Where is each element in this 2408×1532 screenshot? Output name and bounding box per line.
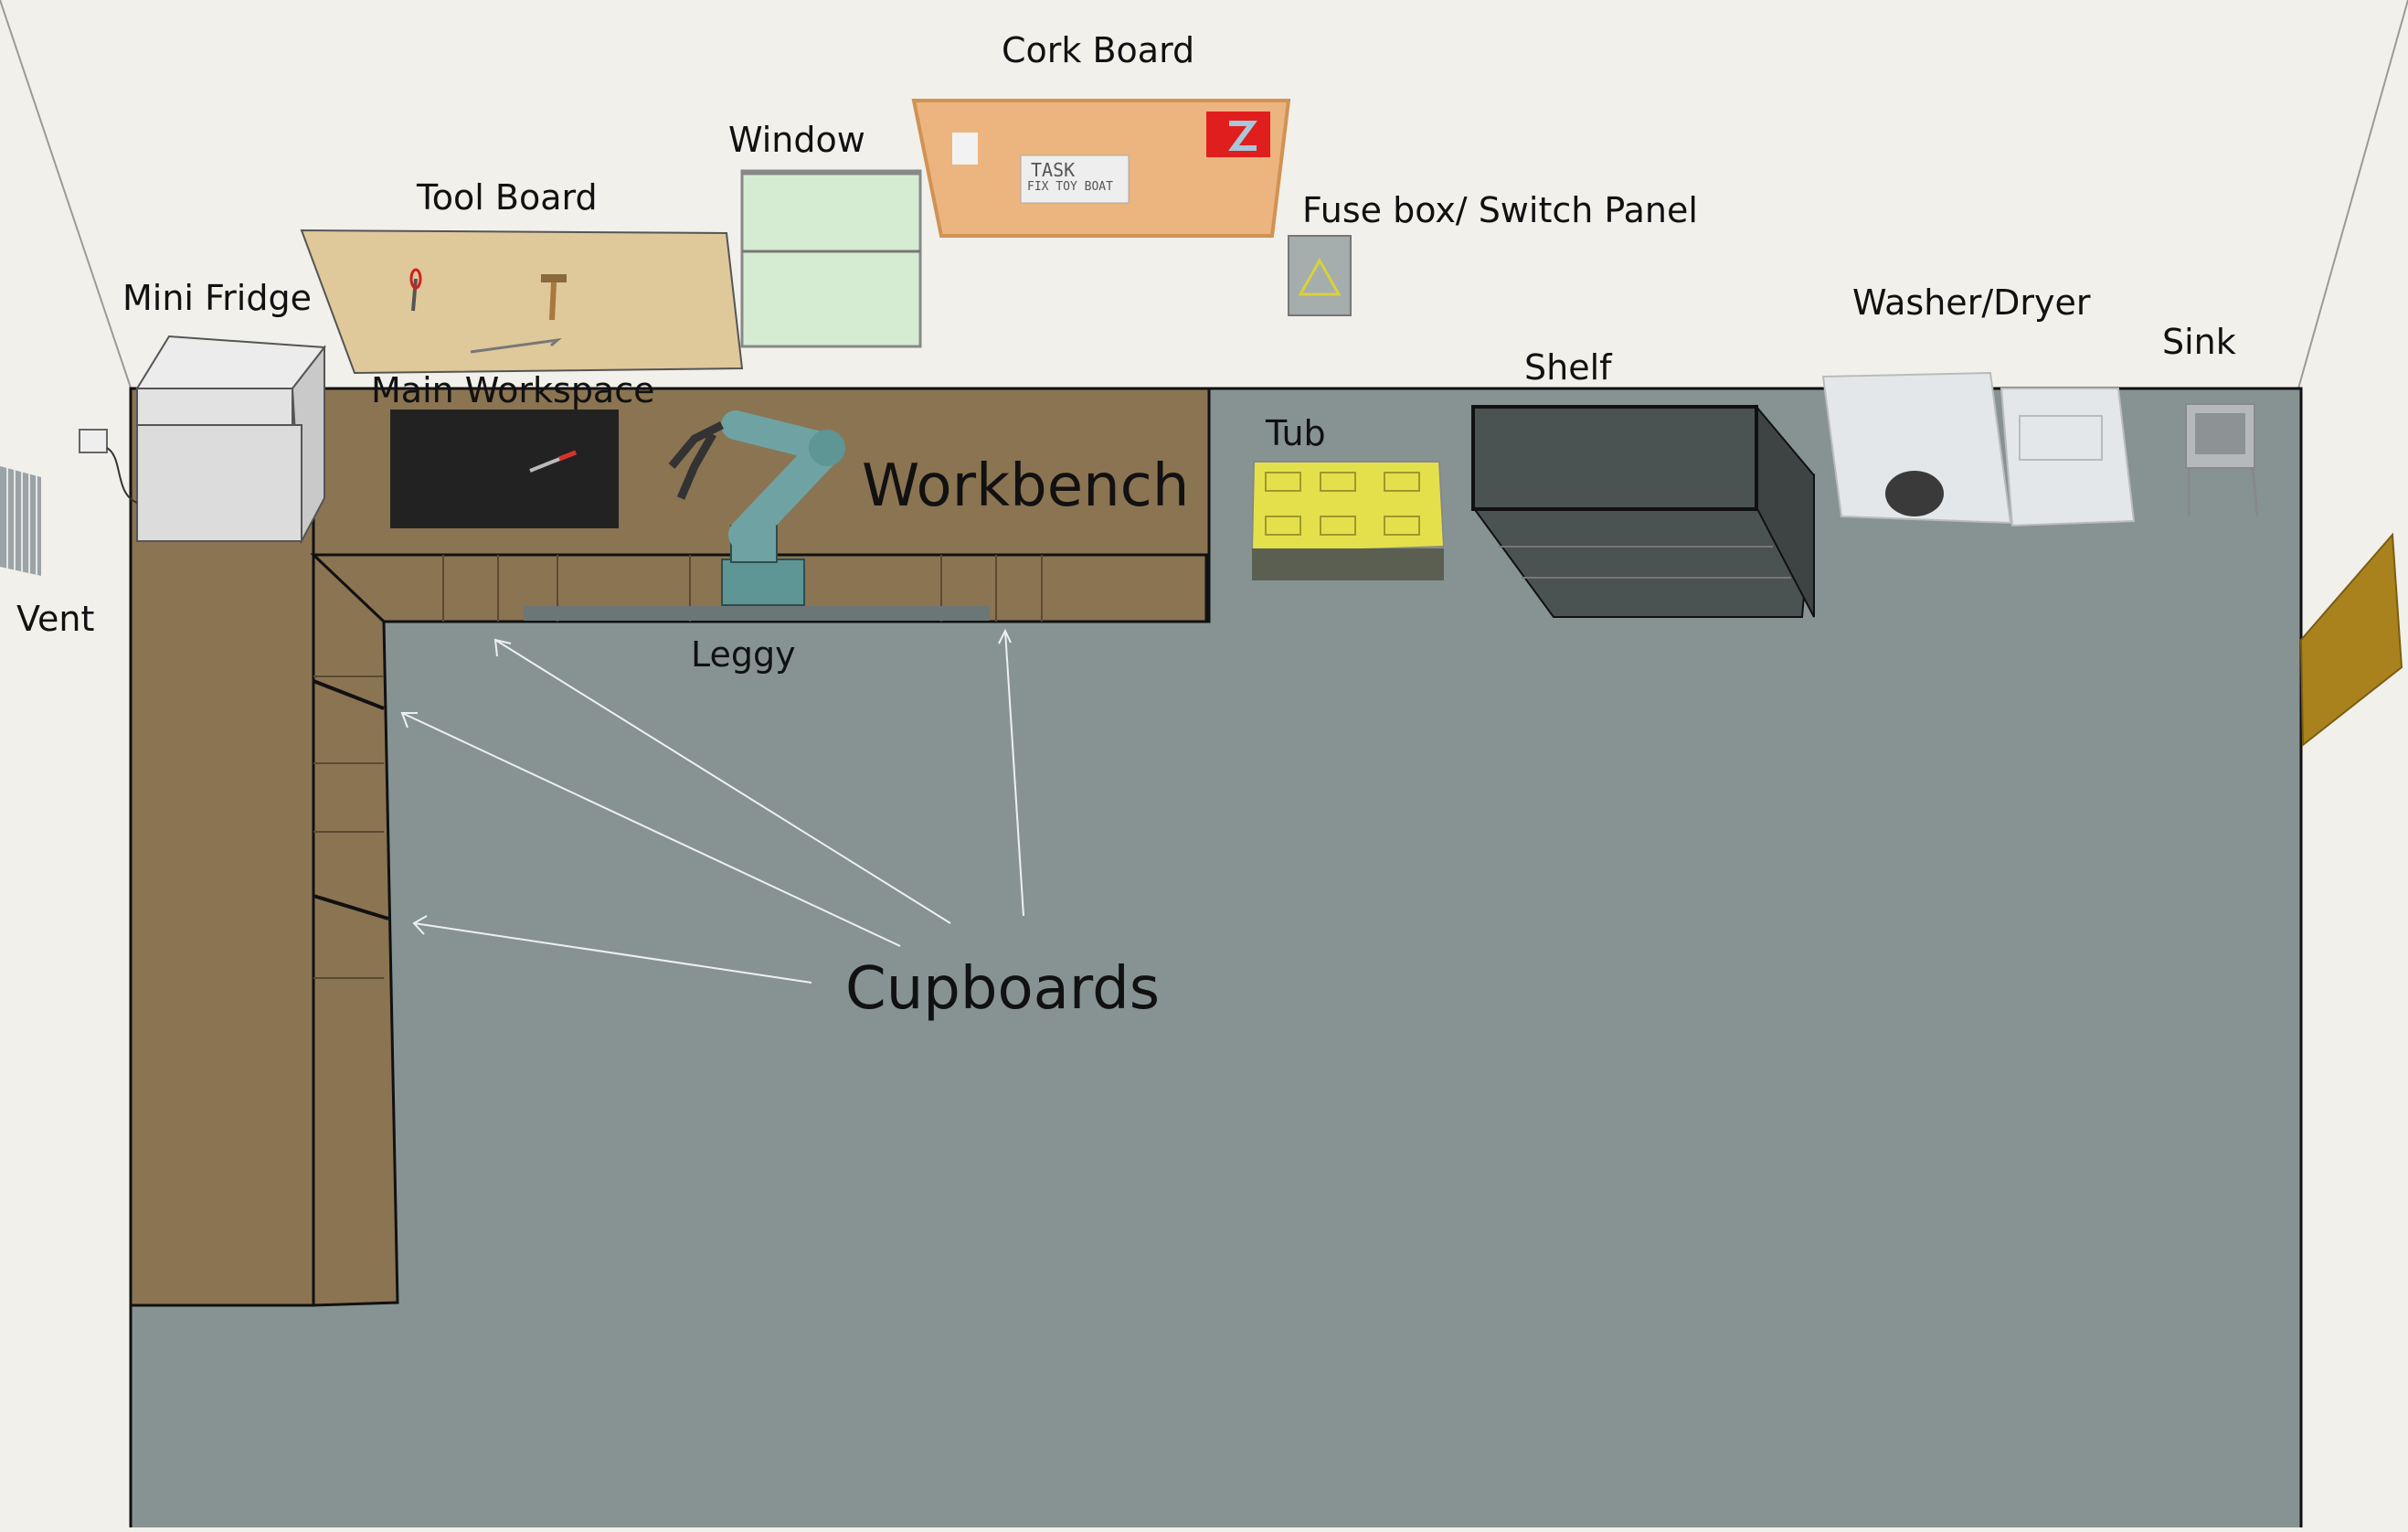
paper-note-icon (952, 133, 978, 165)
shelf-label: Shelf (1524, 347, 1612, 388)
cupboard-divider (313, 894, 389, 920)
leggy-robot-arm (668, 410, 845, 606)
washer-dryer-label: Washer/Dryer (1852, 282, 2091, 323)
window (740, 169, 922, 348)
hammer-handle-icon (549, 282, 557, 321)
tool-board (300, 229, 744, 375)
crowbar-icon (470, 337, 562, 354)
right-wall-edge (2297, 0, 2408, 389)
dryer (2000, 388, 2136, 527)
tool-board-label: Tool Board (417, 177, 598, 218)
window-label: Window (728, 120, 865, 160)
cork-board-label: Cork Board (1002, 30, 1195, 70)
cupboards-arrows (400, 628, 1024, 984)
cupboard-doors (313, 555, 1043, 979)
red-note-mark (1228, 121, 1257, 151)
fuse-box (1288, 235, 1352, 316)
sink-label: Sink (2162, 322, 2236, 362)
tub-compartments (1265, 472, 1420, 536)
cupboards-label: Cupboards (845, 955, 1161, 1023)
mini-fridge (135, 335, 326, 545)
screwdriver-handle (558, 450, 577, 462)
tub-label: Tub (1266, 413, 1326, 453)
leggy-label: Leggy (691, 634, 796, 675)
vent-grille (0, 466, 41, 576)
leggy-rail (524, 606, 990, 621)
fridge-cord (106, 447, 138, 504)
sink (2185, 403, 2259, 517)
wall-outlet (79, 429, 108, 453)
washer (1821, 371, 2012, 525)
tub-base (1252, 548, 1444, 580)
workbench-label: Workbench (862, 452, 1190, 520)
fuse-box-label: Fuse box/ Switch Panel (1302, 190, 1698, 230)
hazard-icon (1298, 257, 1342, 296)
cupboards-left-front (312, 551, 399, 1307)
tub (1250, 461, 1446, 555)
main-workspace-mat (390, 410, 619, 528)
door (2299, 532, 2403, 748)
task-note-title: TASK (1031, 159, 1076, 181)
vent-label: Vent (16, 599, 95, 639)
pliers-icon (409, 268, 422, 290)
task-note (1020, 154, 1130, 204)
hammer-head-icon (541, 274, 567, 282)
mini-fridge-label: Mini Fridge (122, 278, 312, 318)
task-note-body: FIX TOY BOAT (1027, 180, 1113, 194)
cupboard-divider (313, 679, 385, 710)
shelf (1471, 404, 1816, 618)
vent-slats (6, 468, 37, 575)
left-wall-edge (0, 0, 133, 394)
screwdriver-tool-icon (411, 278, 418, 312)
main-workspace-label: Main Workspace (371, 370, 655, 410)
